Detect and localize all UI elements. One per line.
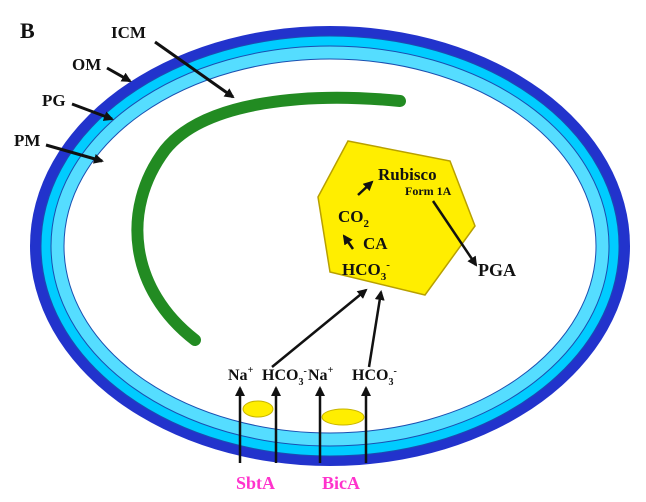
sbta-label: SbtA	[236, 473, 275, 493]
carboxysome-hco3-subscript: 3	[381, 271, 387, 283]
na-label-1-text: Na	[228, 367, 248, 384]
na-label-1-superscript: +	[248, 365, 254, 376]
intracytoplasmic-membrane	[131, 91, 406, 346]
co2-subscript: 2	[364, 218, 370, 230]
om-label: OM	[72, 55, 101, 74]
co2-to-rubisco-arrow	[357, 180, 374, 196]
hco3-label-2-text: HCO	[352, 367, 388, 384]
pm-label: PM	[14, 131, 40, 150]
icm-pointer-arrow	[154, 40, 235, 99]
om-pointer-arrow	[106, 66, 132, 83]
ca-label: CA	[363, 234, 388, 253]
hco3-label-2-superscript: -	[393, 366, 396, 377]
na-label-2-text: Na	[308, 367, 328, 384]
bica-transporter	[321, 408, 365, 426]
na-label-1: Na+	[228, 365, 254, 384]
panel-label: B	[20, 18, 35, 43]
carboxysome-hco3-superscript: -	[386, 259, 390, 271]
form-label: Form 1A	[405, 184, 452, 198]
pg-pointer-arrow	[71, 102, 114, 121]
hco3-label-1-subscript: 3	[298, 377, 303, 388]
hco3-to-carboxysome-arrow-1	[271, 288, 368, 368]
hco3-label-2: HCO3-	[352, 366, 397, 388]
hco3-label-2-subscript: 3	[388, 377, 393, 388]
hco3-label-1-superscript: -	[303, 366, 306, 377]
rubisco-to-pga-arrow	[431, 200, 478, 267]
pg-label: PG	[42, 91, 66, 110]
bica-label: BicA	[322, 473, 360, 493]
sbta-transporter	[242, 400, 274, 418]
co2-label: CO2	[338, 207, 370, 230]
icm-label: ICM	[111, 23, 146, 42]
na-label-2-superscript: +	[328, 365, 334, 376]
hco3-to-co2-arrow	[342, 234, 355, 250]
hco3-label-1: HCO3-	[262, 366, 307, 388]
carboxysome	[317, 140, 476, 296]
co2-text: CO	[338, 207, 364, 226]
na-label-2: Na+	[308, 365, 334, 384]
hco3-label-1-text: HCO	[262, 367, 298, 384]
carboxysome-hco3-label: HCO3-	[342, 259, 390, 283]
pga-label: PGA	[478, 260, 516, 280]
hco3-to-carboxysome-arrow-2	[367, 290, 385, 368]
rubisco-label: Rubisco	[378, 165, 437, 184]
pm-pointer-arrow	[45, 143, 104, 164]
carboxysome-hco3-text: HCO	[342, 260, 381, 279]
